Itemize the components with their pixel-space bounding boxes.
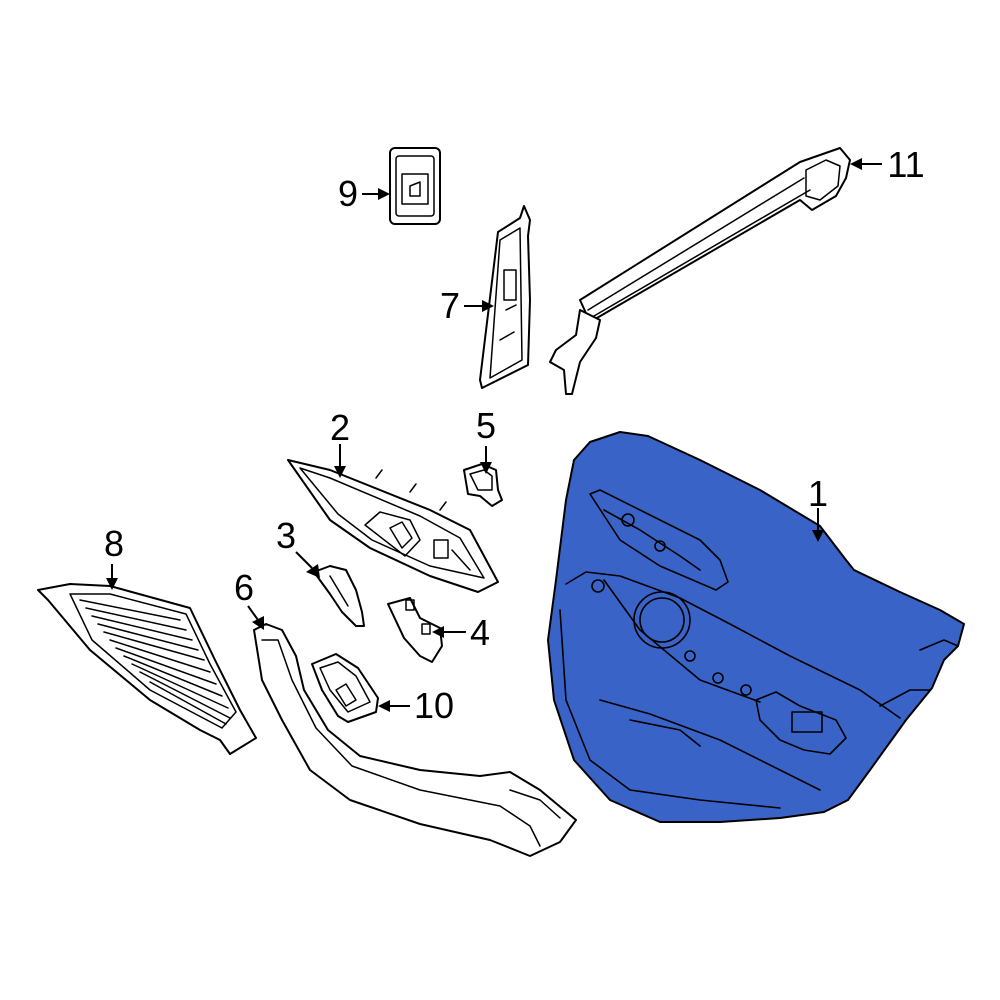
part-5-clip[interactable] xyxy=(463,463,503,507)
part-2-door-handle[interactable] xyxy=(287,459,499,593)
part-3-cover[interactable] xyxy=(313,565,365,627)
callout-label-6: 6 xyxy=(234,567,254,608)
callout-10: 10 xyxy=(378,685,454,726)
part-7-trim-strip[interactable] xyxy=(479,205,531,389)
callout-label-4: 4 xyxy=(470,612,490,653)
callout-7: 7 xyxy=(440,285,494,326)
grille-lines xyxy=(79,599,231,725)
callout-2: 2 xyxy=(330,407,350,478)
callout-label-2: 2 xyxy=(330,407,350,448)
part-10-switch-bezel[interactable] xyxy=(311,653,379,723)
callout-label-8: 8 xyxy=(104,523,124,564)
callout-label-11: 11 xyxy=(887,144,924,185)
part-9-window-switch[interactable] xyxy=(389,147,441,225)
callout-6: 6 xyxy=(234,567,264,630)
callout-label-3: 3 xyxy=(276,515,296,556)
callout-5: 5 xyxy=(476,405,496,474)
callout-label-7: 7 xyxy=(440,285,460,326)
callout-label-9: 9 xyxy=(338,173,358,214)
part-6-armrest-trim[interactable] xyxy=(253,623,577,857)
callout-label-5: 5 xyxy=(476,405,496,446)
callout-11: 11 xyxy=(850,144,925,185)
callout-label-1: 1 xyxy=(808,473,828,514)
callout-1: 1 xyxy=(808,473,828,542)
callout-8: 8 xyxy=(104,523,124,590)
part-4-bracket[interactable] xyxy=(387,597,443,663)
part-8-speaker-grille[interactable] xyxy=(37,583,257,755)
callout-9: 9 xyxy=(338,173,390,214)
part-1-door-trim-panel[interactable] xyxy=(547,431,965,823)
callout-4: 4 xyxy=(432,612,490,653)
part-11-window-rail[interactable] xyxy=(549,147,851,395)
callout-label-10: 10 xyxy=(414,685,454,726)
callout-3: 3 xyxy=(276,515,320,578)
